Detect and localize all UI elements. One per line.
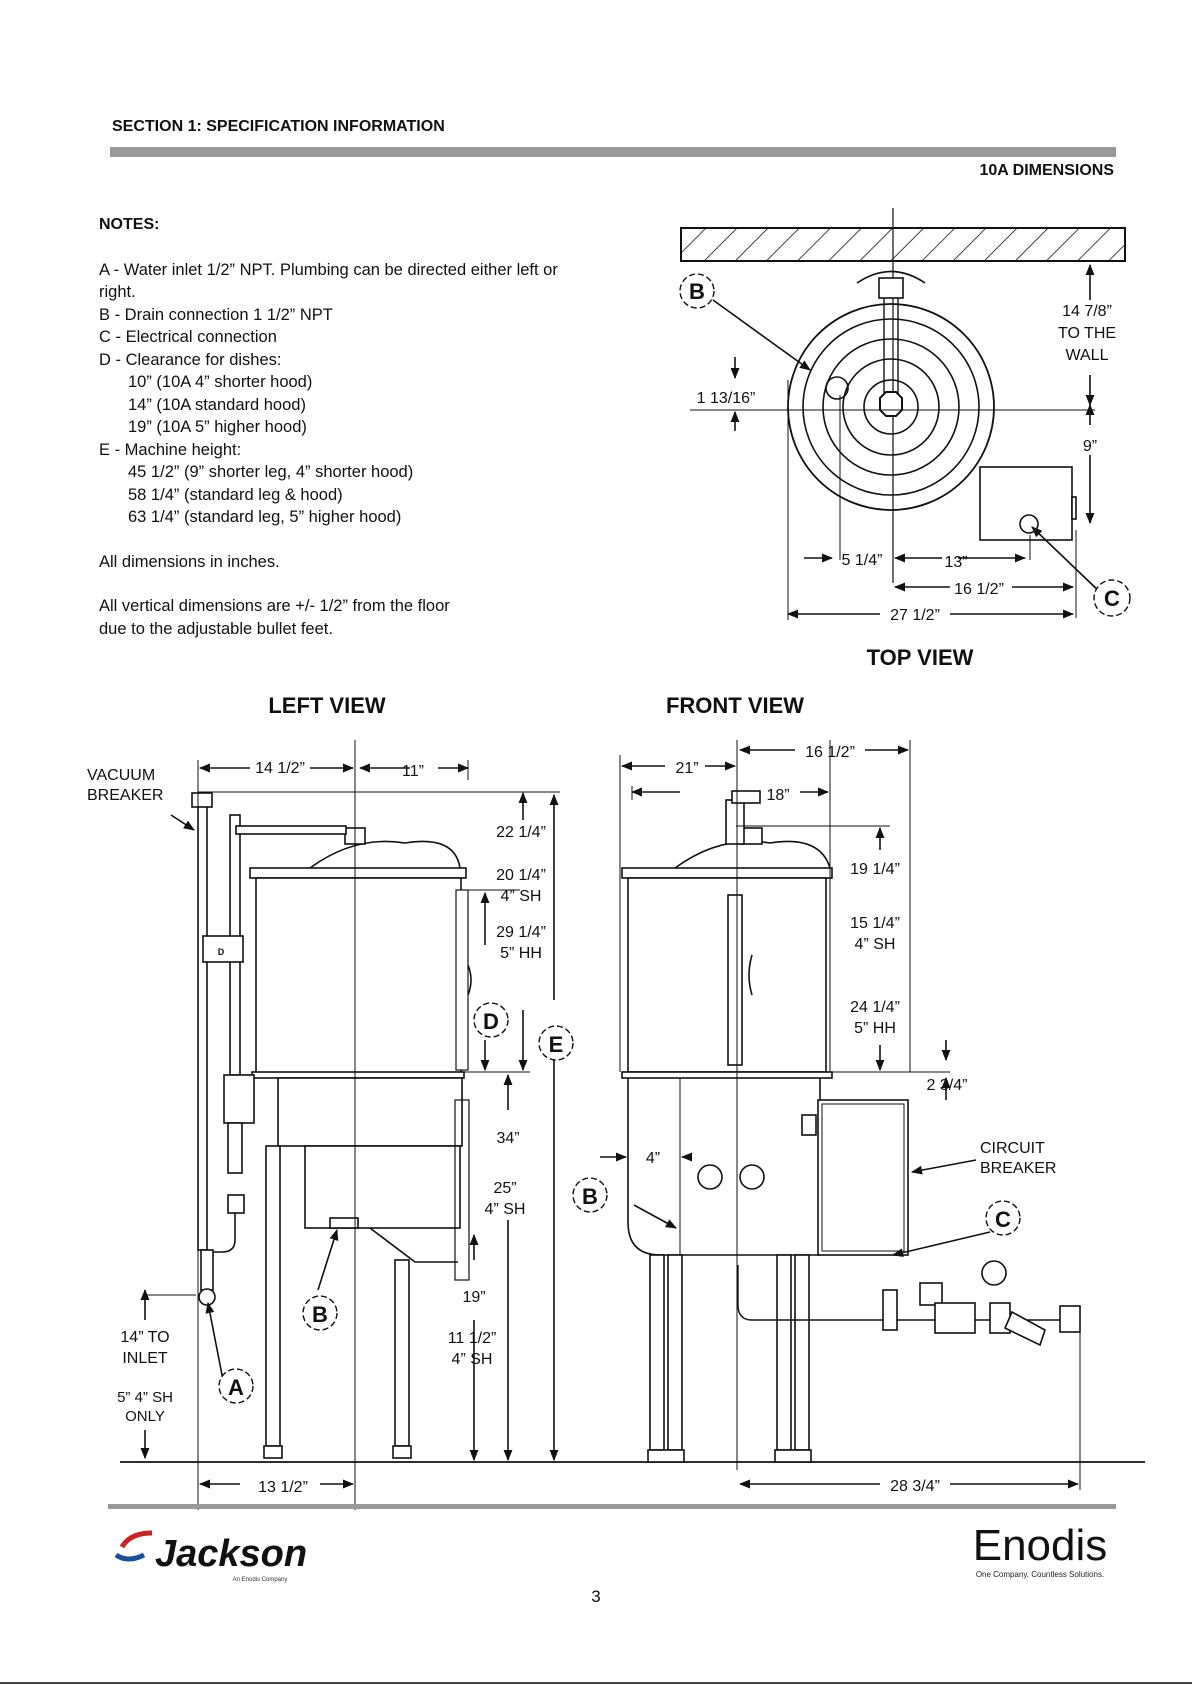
circuit-breaker-line-1: CIRCUIT [980, 1140, 1045, 1157]
jackson-logo: Jackson An Enodis Company [114, 1530, 307, 1583]
top-view-label-b: B [689, 279, 705, 304]
note-b: B - Drain connection 1 1/2” NPT [99, 305, 333, 324]
top-view-drawing [680, 208, 1126, 620]
inlet-line-1: 14” TO [120, 1329, 169, 1346]
dim-25: 25” [493, 1180, 516, 1197]
sh-only-line-1: 5” 4” SH [117, 1389, 173, 1406]
dim-11: 11” [402, 763, 424, 780]
vacuum-breaker-line-1: VACUUM [87, 767, 155, 784]
front-view-title: FRONT VIEW [666, 693, 804, 718]
jackson-tagline: An Enodis Company [233, 1577, 288, 1583]
dim-34: 34” [496, 1130, 519, 1147]
dim-4sh-front: 4” SH [855, 936, 896, 953]
dim-22-1-4: 22 1/4” [496, 824, 546, 841]
dim-24-1-4: 24 1/4” [850, 999, 900, 1016]
footer-rule [108, 1504, 1116, 1509]
front-view-label-c: C [995, 1207, 1011, 1232]
left-view-label-d: D [483, 1009, 499, 1034]
front-view-label-b: B [582, 1184, 598, 1209]
note-e-3: 63 1/4” (standard leg, 5” higher hood) [128, 508, 402, 526]
notes-block: NOTES: A - Water inlet 1/2” NPT. Plumbin… [99, 214, 659, 640]
dim-19-1-4: 19 1/4” [850, 861, 900, 878]
dim-wall-line-2: TO THE [1058, 325, 1116, 342]
panel-mark-d: D [218, 947, 225, 957]
dim-16-1-2-top: 16 1/2” [954, 581, 1004, 598]
page-number: 3 [591, 1587, 601, 1606]
dim-5hh-a: 5” HH [500, 945, 542, 962]
note-c: C - Electrical connection [99, 328, 277, 346]
sh-only-line-2: ONLY [125, 1408, 165, 1425]
header-rule [110, 147, 1116, 157]
top-view-title: TOP VIEW [867, 645, 974, 670]
note-a-line-2: right. [99, 283, 136, 301]
note-all-dimensions: All dimensions in inches. [99, 552, 280, 571]
dim-wall-line-1: 14 7/8” [1062, 303, 1112, 320]
dim-20-1-4: 20 1/4” [496, 867, 546, 884]
dim-wall-line-3: WALL [1066, 347, 1109, 364]
dim-29-1-4: 29 1/4” [496, 924, 546, 941]
dim-9: 9” [1083, 438, 1097, 455]
dim-28-3-4: 28 3/4” [890, 1478, 940, 1495]
dim-4sh-c: 4” SH [452, 1351, 493, 1368]
vacuum-breaker-line-2: BREAKER [87, 787, 163, 804]
dim-5-1-4: 5 1/4” [842, 552, 883, 569]
left-view-label-e: E [549, 1032, 564, 1057]
note-a-line-1: A - Water inlet 1/2” NPT. Plumbing can b… [99, 260, 558, 279]
note-vertical-1: All vertical dimensions are +/- 1/2” fro… [99, 597, 450, 615]
dim-4sh-a: 4” SH [501, 888, 542, 905]
note-e-2: 58 1/4” (standard leg & hood) [128, 485, 343, 504]
note-vertical-2: due to the adjustable bullet feet. [99, 619, 333, 638]
page-bottom-line [0, 1682, 1192, 1684]
front-view-drawing [600, 740, 1081, 1490]
note-e: E - Machine height: [99, 440, 242, 459]
dim-4sh-b: 4” SH [485, 1201, 526, 1218]
front-view-labels: FRONT VIEW 16 1/2” 21” 18” 19 1/4” 15 1/… [572, 693, 1056, 1495]
left-view-labels: LEFT VIEW VACUUM BREAKER 14 1/2” 11” 22 … [87, 693, 574, 1496]
section-title: SECTION 1: SPECIFICATION INFORMATION [112, 118, 445, 135]
left-view-drawing [120, 740, 1145, 1510]
enodis-tagline: One Company. Countless Solutions. [976, 1570, 1104, 1579]
dim-19: 19” [462, 1289, 485, 1306]
note-d-1: 10” (10A 4” shorter hood) [128, 373, 313, 391]
top-view-label-c: C [1104, 586, 1120, 611]
top-view-labels: B C 14 7/8” TO THE WALL 1 13/16” 9” 5 1/… [679, 273, 1131, 670]
notes-heading: NOTES: [99, 216, 160, 233]
left-view-label-b: B [312, 1302, 328, 1327]
note-d: D - Clearance for dishes: [99, 350, 282, 369]
dim-27-1-2: 27 1/2” [890, 607, 940, 624]
dim-14-1-2: 14 1/2” [255, 760, 305, 777]
dim-21: 21” [675, 760, 698, 777]
page-subtitle: 10A DIMENSIONS [979, 162, 1114, 179]
wall-hatch [680, 227, 1126, 262]
left-view-label-a: A [228, 1375, 244, 1400]
dim-13-1-2: 13 1/2” [258, 1479, 308, 1496]
note-d-2: 14” (10A standard hood) [128, 395, 306, 414]
note-d-3: 19” (10A 5” higher hood) [128, 418, 307, 436]
dim-15-1-4: 15 1/4” [850, 915, 900, 932]
left-view-title: LEFT VIEW [268, 693, 386, 718]
circuit-breaker-line-2: BREAKER [980, 1160, 1056, 1177]
enodis-wordmark: Enodis [973, 1521, 1108, 1570]
dim-1-13-16: 1 13/16” [697, 390, 756, 407]
enodis-logo: Enodis One Company. Countless Solutions. [973, 1521, 1108, 1579]
dim-18: 18” [766, 787, 789, 804]
dim-11-1-2: 11 1/2” [448, 1330, 497, 1347]
jackson-wordmark: Jackson [155, 1533, 307, 1575]
inlet-line-2: INLET [122, 1350, 168, 1367]
dim-13: 13” [944, 554, 967, 571]
note-e-1: 45 1/2” (9” shorter leg, 4” shorter hood… [128, 463, 414, 481]
dim-5hh-front: 5” HH [854, 1020, 896, 1037]
dim-2-3-4: 2 3/4” [927, 1077, 968, 1094]
dim-4: 4” [646, 1150, 660, 1167]
dim-16-1-2-front: 16 1/2” [805, 744, 855, 761]
